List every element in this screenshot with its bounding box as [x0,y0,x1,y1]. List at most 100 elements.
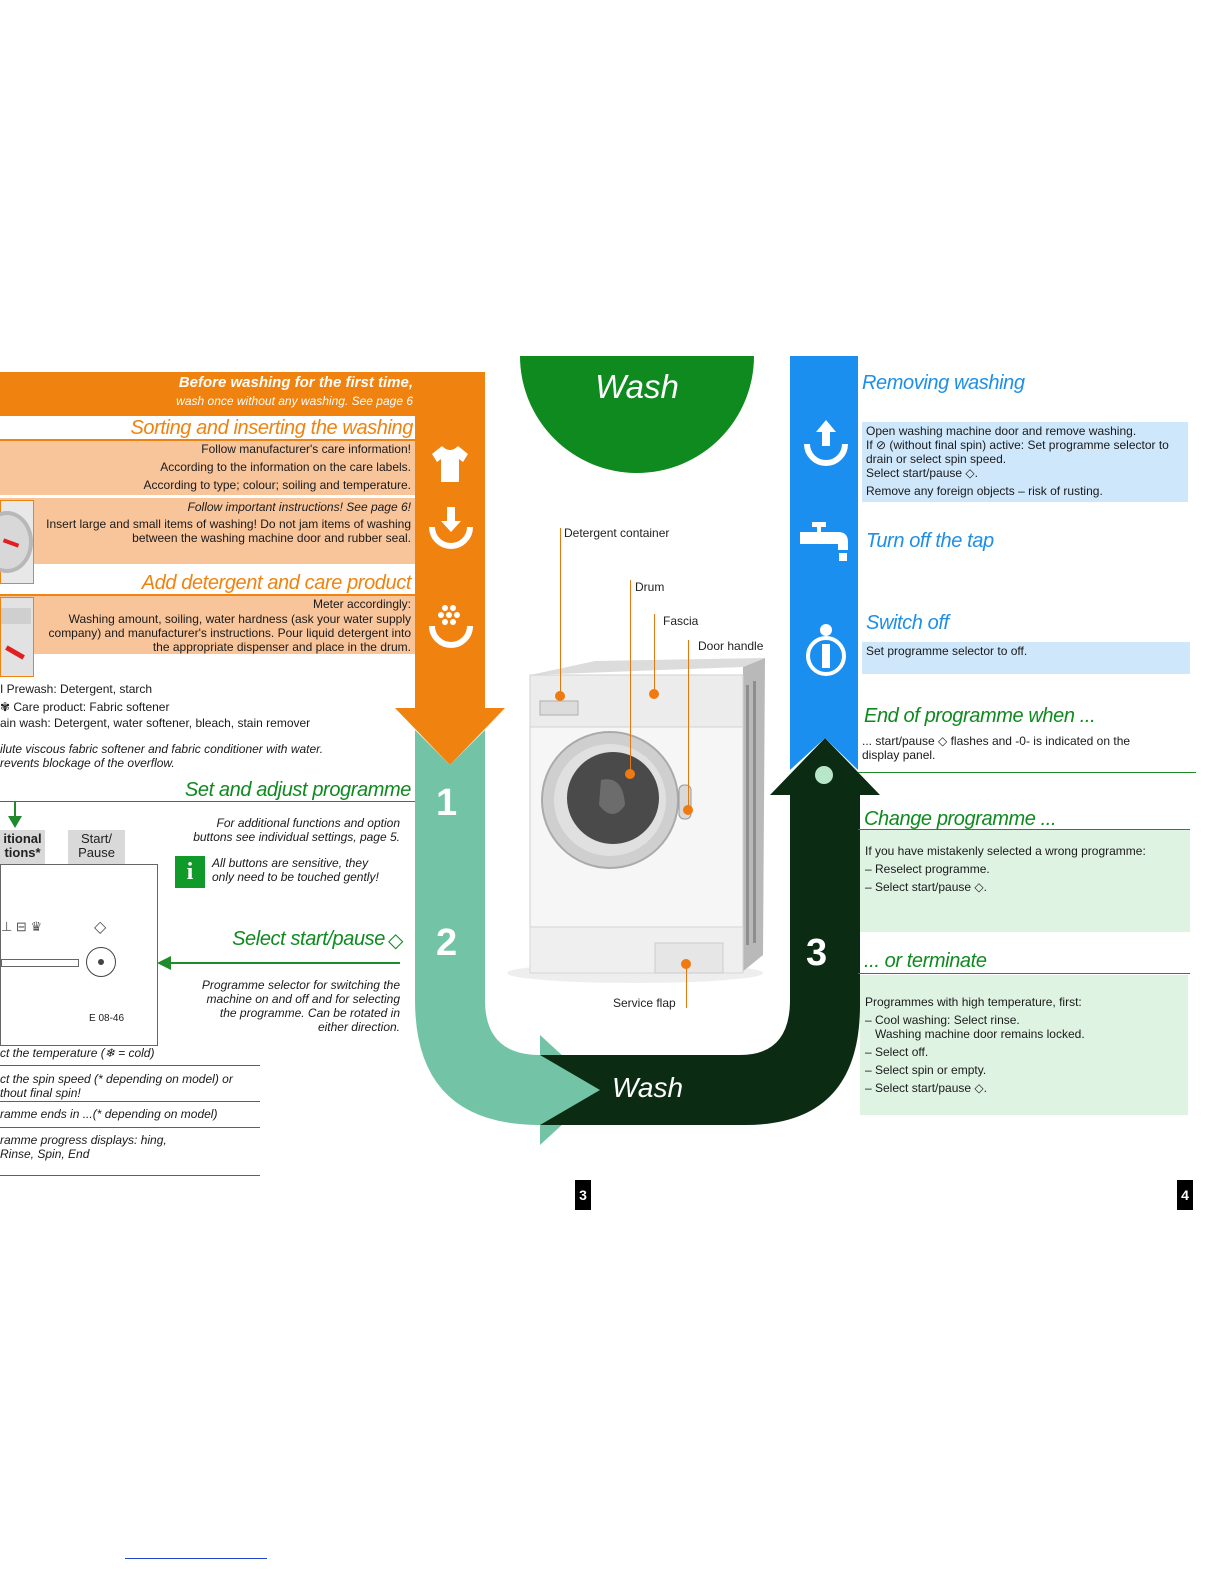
removing-line-4: Remove any foreign objects – risk of rus… [866,484,1103,498]
divider [0,1175,260,1176]
terminate-line-6: – Select start/pause ◇. [865,1081,987,1095]
label-service-flap: Service flap [613,996,676,1010]
end-text: ... start/pause ◇ flashes and -0- is ind… [862,734,1131,762]
start-pause-button[interactable] [86,947,116,977]
bullet-ends: ramme ends in ...(* depending on model) [0,1107,218,1121]
label-detergent-container: Detergent container [564,526,670,540]
step-number-3: 3 [806,932,828,974]
dispenser-photo [0,597,34,677]
callout-dot [555,691,565,701]
removing-box: Open washing machine door and remove was… [862,422,1188,502]
programme-title: Set and adjust programme [184,779,411,801]
tap-title: Turn off the tap [866,530,994,552]
first-time-sub: wash once without any washing. See page … [176,394,413,408]
wash-tab-shape [520,356,754,473]
sorting-box: Follow manufacturer's care information! … [0,441,415,495]
page-number-right: 4 [1177,1180,1193,1210]
divider [0,1065,260,1066]
washing-amount-text: Washing amount, soiling, water hardness … [48,612,411,654]
divider [0,1101,260,1102]
pointer-arrow-icon [8,816,22,828]
divider [0,594,415,596]
remove-washing-icon [804,420,848,466]
insert-text: Insert large and small items of washing!… [46,517,411,545]
flower-icon: ✾ [0,700,14,714]
sorting-title: Sorting and inserting the washing [130,417,413,439]
additional-functions-button[interactable]: itional tions* [0,830,45,864]
callout-line [688,640,689,810]
pointer-line [14,802,16,822]
terminate-box: Programmes with high temperature, first:… [860,975,1188,1115]
washing-machine-illustration [507,658,765,983]
insert-washing-icon [429,507,473,549]
terminate-line-1: Programmes with high temperature, first: [865,995,1082,1009]
terminate-title: ... or terminate [864,950,987,972]
first-time-banner [0,372,485,416]
sorting-line-3: According to type; colour; soiling and t… [143,478,411,492]
removing-line-1: Open washing machine door and remove was… [866,424,1137,438]
change-title: Change programme ... [864,808,1057,830]
terminate-line-2: – Cool washing: Select rinse. [865,1013,1020,1027]
info-note: All buttons are sensitive, they only nee… [212,856,379,884]
divider [858,772,1196,773]
detergent-title: Add detergent and care product [141,572,412,594]
bullet-progress: ramme progress displays: hing, Rinse, Sp… [0,1133,167,1161]
step-number-2: 2 [436,922,458,964]
select-start-title: Select start/pause [232,928,385,950]
selector-pointer-line [170,962,400,964]
label-fascia: Fascia [663,614,699,628]
door-photo [0,500,34,584]
label-drum: Drum [635,580,665,594]
divider [858,973,1190,974]
callout-line [630,580,631,774]
removing-title: Removing washing [862,372,1025,394]
touch-buttons-row[interactable] [1,959,79,967]
callout-dot [625,769,635,779]
change-line-3: – Select start/pause ◇. [865,880,987,894]
footer-rule [125,1558,267,1559]
divider [858,829,1190,830]
insert-box: Follow important instructions! See page … [0,498,415,564]
shirt-icon [432,446,468,482]
start-pause-icon: ◇ [94,919,107,936]
callout-line [560,528,561,696]
orange-arrow [395,372,505,765]
switch-off-text: Set programme selector to off. [862,642,1190,674]
callout-line [686,964,687,1008]
terminate-line-3: Washing machine door remains locked. [865,1027,1085,1041]
change-line-2: – Reselect programme. [865,862,990,876]
step-number-1: 1 [436,782,458,824]
start-pause-symbol-icon: ◇ [388,930,404,952]
label-door-handle: Door handle [698,639,764,653]
switch-off-title: Switch off [866,612,949,634]
dark-green-arrow [540,738,880,1125]
bullet-temperature: ct the temperature (❄ = cold) [0,1046,155,1060]
detergent-icon [429,605,473,648]
compartment-line-3: ain wash: Detergent, water softener, ble… [0,716,311,730]
control-panel: ⊥ ⊟ ♛ ◇ E 08-46 [0,864,158,1046]
callout-dot [683,805,693,815]
compartment-line-2: ✾ Care product: Fabric softener [0,700,169,714]
divider [0,801,415,802]
panel-code: E 08-46 [89,1013,125,1024]
bullet-spin: ct the spin speed (* depending on model)… [0,1072,233,1100]
dilute-line-1: ilute viscous fabric softener and fabric… [0,742,324,756]
tap-icon [800,522,848,561]
follow-note: Follow important instructions! See page … [187,500,411,514]
sorting-line-1: Follow manufacturer's care information! [201,442,411,456]
additional-note: For additional functions and option butt… [193,816,400,844]
divider [0,439,415,441]
removing-line-3: Select start/pause ◇. [866,466,978,480]
dilute-line-2: revents blockage of the overflow. [0,756,175,770]
end-title: End of programme when ... [864,705,1096,727]
start-pause-label-button[interactable]: Start/ Pause [68,830,125,864]
page-number-left: 3 [575,1180,591,1210]
callout-dot [649,689,659,699]
change-box: If you have mistakenly selected a wrong … [860,830,1190,932]
callout-dot [681,959,691,969]
mint-arrow [415,730,600,1145]
detergent-box: Meter accordingly: Washing amount, soili… [0,596,415,654]
progress-dot [815,766,833,784]
terminate-line-4: – Select off. [865,1045,929,1059]
option-icons: ⊥ ⊟ ♛ [1,919,43,934]
